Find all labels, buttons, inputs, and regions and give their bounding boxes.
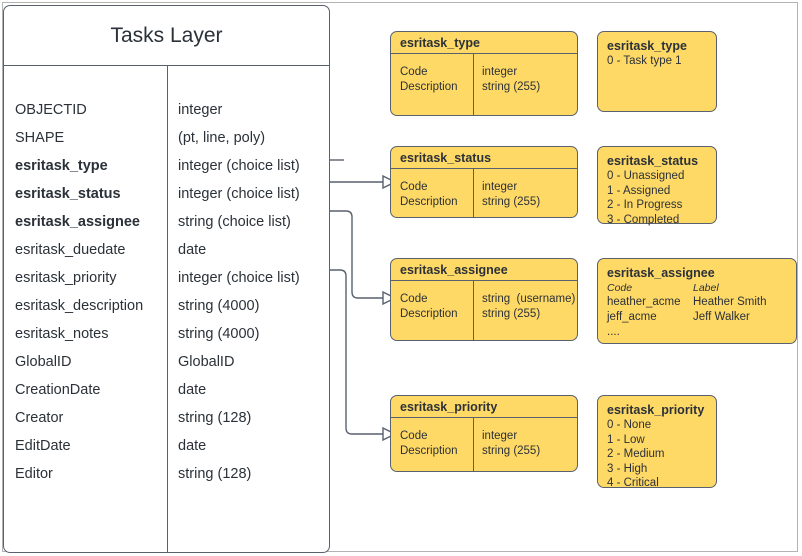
domain-values-esritask-priority: esritask_priority 0 - None 1 - Low 2 - M… xyxy=(597,395,717,489)
domain-value-item: 4 - Critical xyxy=(607,477,659,489)
field-list: OBJECTID integer SHAPE (pt, line, poly) … xyxy=(4,96,329,488)
field-name: Creator xyxy=(15,410,64,426)
domain-table-esritask-status: esritask_status Code Description integer… xyxy=(390,146,578,218)
field-type: string (128) xyxy=(178,410,252,426)
field-name: esritask_type xyxy=(15,158,108,174)
domain-value-item: 1 - Assigned xyxy=(607,184,671,197)
field-type: date xyxy=(178,438,207,454)
assignee-code: jeff_acme xyxy=(607,311,657,323)
domain-field-types: integer string (255) xyxy=(482,181,541,208)
domain-field-names: Code Description xyxy=(400,66,458,93)
domain-table-body: Code Description integer string (255) xyxy=(391,54,577,115)
domain-values-esritask-assignee: esritask_assignee Code Label heather_acme… xyxy=(597,258,797,344)
field-type: (pt, line, poly) xyxy=(178,130,266,146)
domain-table-body: Code Description integer string (255) xyxy=(391,418,577,471)
field-name: esritask_duedate xyxy=(15,242,126,258)
domain-values-title: esritask_assignee xyxy=(607,266,715,280)
domain-column-divider xyxy=(473,281,475,340)
field-name: esritask_status xyxy=(15,186,121,202)
table-row: EditDate date xyxy=(4,432,329,460)
table-row: esritask_assignee string (choice list) xyxy=(4,208,329,236)
assignee-row: jeff_acme Jeff Walker xyxy=(607,310,787,325)
domain-table-esritask-priority: esritask_priority Code Description integ… xyxy=(390,395,578,472)
domain-value-item: 1 - Low xyxy=(607,433,645,446)
table-row: OBJECTID integer xyxy=(4,96,329,124)
field-name: Editor xyxy=(15,466,53,482)
domain-field-names: Code Description xyxy=(400,293,458,320)
domain-table-title: esritask_status xyxy=(391,147,577,169)
field-name: OBJECTID xyxy=(15,102,87,118)
field-type: string (4000) xyxy=(178,326,260,342)
domain-table-title: esritask_priority xyxy=(391,396,577,418)
table-row: esritask_status integer (choice list) xyxy=(4,180,329,208)
entity-body: OBJECTID integer SHAPE (pt, line, poly) … xyxy=(4,66,329,552)
domain-values-title: esritask_status xyxy=(607,154,699,168)
field-name: GlobalID xyxy=(15,354,72,370)
page-title: Tasks Layer xyxy=(4,6,329,66)
domain-values-title: esritask_priority xyxy=(607,403,705,417)
domain-value-item: 0 - Unassigned xyxy=(607,170,685,182)
domain-column-divider xyxy=(473,169,475,217)
field-type: string (choice list) xyxy=(178,214,291,230)
field-name: CreationDate xyxy=(15,382,101,398)
domain-table-body: Code Description string (username) strin… xyxy=(391,281,577,340)
assignee-label: Jeff Walker xyxy=(693,311,750,323)
field-type: integer xyxy=(178,102,223,118)
table-row: Editor string (128) xyxy=(4,460,329,488)
field-type: date xyxy=(178,242,207,258)
domain-value-item: 0 - None xyxy=(607,419,652,431)
table-row: GlobalID GlobalID xyxy=(4,348,329,376)
table-row: esritask_notes string (4000) xyxy=(4,320,329,348)
domain-value-item: 0 - Task type 1 xyxy=(607,55,682,67)
entity-tasks-layer: Tasks Layer OBJECTID integer SHAPE (pt, … xyxy=(3,5,330,553)
domain-values-esritask-status: esritask_status 0 - Unassigned 1 - Assig… xyxy=(597,146,717,226)
field-name: esritask_assignee xyxy=(15,214,140,230)
domain-field-names: Code Description xyxy=(400,430,458,457)
domain-field-types: integer string (255) xyxy=(482,66,541,93)
field-type: date xyxy=(178,382,207,398)
field-type: GlobalID xyxy=(178,354,235,370)
domain-values-esritask-type: esritask_type 0 - Task type 1 xyxy=(597,31,717,112)
table-row: esritask_type integer (choice list) xyxy=(4,152,329,180)
assignee-header-label: Label xyxy=(693,282,719,294)
assignee-label: Heather Smith xyxy=(693,296,767,308)
table-row: esritask_priority integer (choice list) xyxy=(4,264,329,292)
domain-column-divider xyxy=(473,54,475,115)
field-type: string (128) xyxy=(178,466,252,482)
field-name: esritask_notes xyxy=(15,326,109,342)
domain-value-item: 3 - High xyxy=(607,462,648,475)
domain-table-body: Code Description integer string (255) xyxy=(391,169,577,217)
table-row: SHAPE (pt, line, poly) xyxy=(4,124,329,152)
domain-values-title: esritask_type xyxy=(607,39,687,53)
field-name: esritask_description xyxy=(15,298,144,314)
assignee-column-headers: Code Label xyxy=(607,281,787,295)
field-name: EditDate xyxy=(15,438,71,454)
table-row: esritask_description string (4000) xyxy=(4,292,329,320)
domain-table-esritask-type: esritask_type Code Description integer s… xyxy=(390,31,578,116)
domain-value-item: 2 - In Progress xyxy=(607,199,683,211)
table-row: esritask_duedate date xyxy=(4,236,329,264)
field-name: esritask_priority xyxy=(15,270,117,286)
assignee-row: heather_acme Heather Smith xyxy=(607,295,787,310)
field-type: integer (choice list) xyxy=(178,270,300,286)
entity-column-divider xyxy=(167,66,169,552)
field-type: integer (choice list) xyxy=(178,158,300,174)
domain-field-names: Code Description xyxy=(400,181,458,208)
domain-table-title: esritask_type xyxy=(391,32,577,54)
domain-table-title: esritask_assignee xyxy=(391,259,577,281)
domain-column-divider xyxy=(473,418,475,471)
domain-value-item: 2 - Medium xyxy=(607,448,665,460)
assignee-header-code: Code xyxy=(607,282,633,294)
domain-field-types: string (username) string (255) xyxy=(482,293,576,320)
table-row: Creator string (128) xyxy=(4,404,329,432)
field-type: string (4000) xyxy=(178,298,260,314)
domain-table-esritask-assignee: esritask_assignee Code Description strin… xyxy=(390,258,578,341)
field-type: integer (choice list) xyxy=(178,186,300,202)
assignee-ellipsis: .... xyxy=(607,326,620,338)
domain-field-types: integer string (255) xyxy=(482,430,541,457)
table-row: CreationDate date xyxy=(4,376,329,404)
assignee-code: heather_acme xyxy=(607,296,681,308)
field-name: SHAPE xyxy=(15,130,65,146)
domain-value-item: 3 - Completed xyxy=(607,213,680,226)
